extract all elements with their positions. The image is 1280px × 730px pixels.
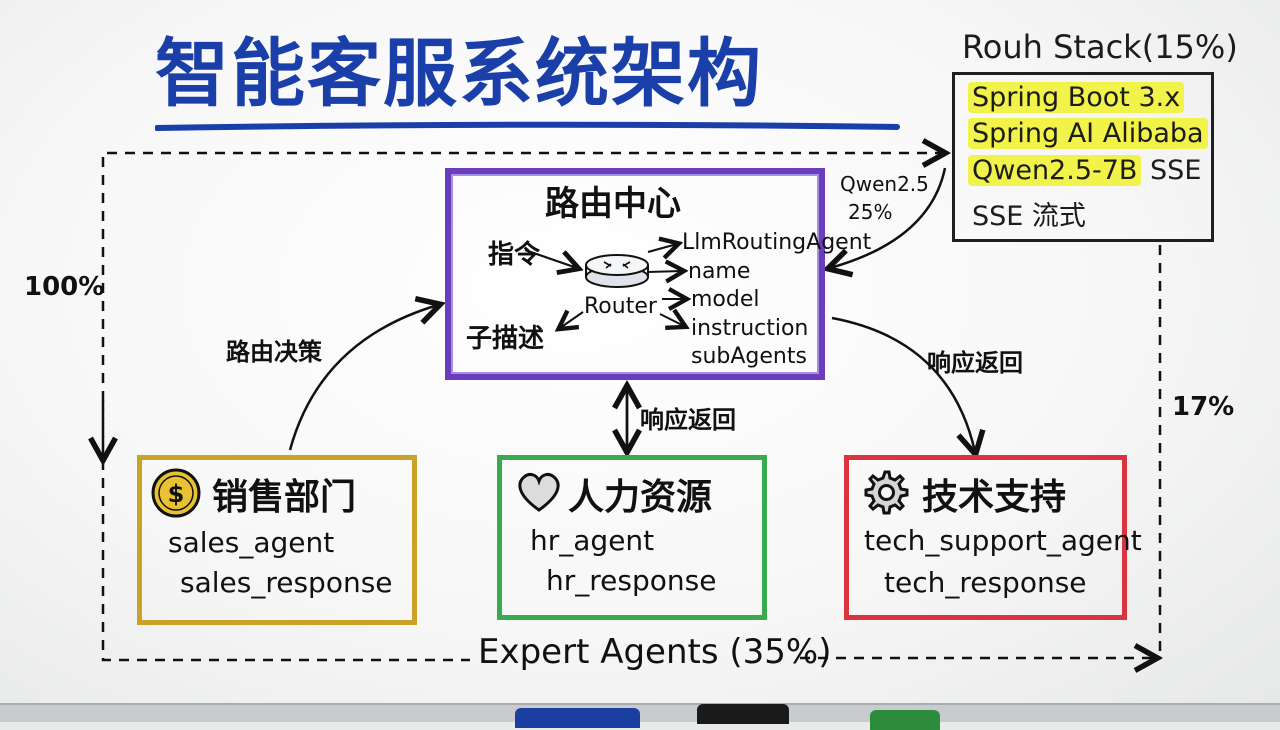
arrow-sales-to-router — [288, 305, 438, 451]
router-label: Router — [584, 294, 657, 319]
page-title: 智能客服系统架构 — [155, 31, 763, 117]
dept-tech-title: 技术支持 — [922, 477, 1067, 518]
dept-hr-title: 人力资源 — [568, 477, 713, 518]
qwen-model-label: Qwen2.5 — [840, 172, 929, 196]
dept-sales-title: 销售部门 — [212, 477, 357, 518]
stack-last-line: SSE 流式 — [972, 201, 1086, 232]
marker-tray — [0, 703, 1280, 722]
gear-icon — [864, 470, 909, 515]
router-title: 路由中心 — [545, 184, 681, 224]
stack-item-1: Spring AI Alibaba — [968, 118, 1208, 149]
dept-hr-response: hr_response — [546, 564, 717, 597]
router-field-4: subAgents — [691, 344, 807, 369]
router-desc-label: 子描述 — [466, 324, 545, 354]
green-marker — [870, 710, 940, 730]
router-field-0: LlmRoutingAgent — [682, 230, 872, 255]
router-field-1: name — [688, 259, 751, 284]
svg-text:$: $ — [168, 480, 185, 508]
stack-item-2: Qwen2.5-7B SSE — [968, 155, 1201, 186]
stack-item-0: Spring Boot 3.x — [968, 82, 1185, 113]
response-mid-label: 响应返回 — [640, 406, 736, 434]
dept-sales-box — [137, 455, 417, 625]
route-decision-label: 路由决策 — [226, 338, 322, 366]
arrow-stack-to-router — [830, 167, 947, 268]
qwen-pct-label: 25% — [848, 200, 893, 224]
title-underline — [155, 121, 900, 131]
heart-icon — [518, 472, 560, 512]
router-center-box — [445, 168, 825, 380]
router-device-icon — [585, 254, 649, 288]
router-input-label: 指令 — [488, 240, 541, 270]
dept-tech-response: tech_response — [884, 566, 1087, 599]
dashed-loop-bottom-left — [101, 460, 470, 662]
router-field-2: model — [691, 287, 760, 312]
dept-tech-box — [844, 455, 1127, 620]
black-marker — [697, 704, 789, 724]
blue-marker — [515, 708, 640, 728]
response-right-label: 响应返回 — [927, 349, 1023, 377]
dept-tech-agent: tech_support_agent — [864, 524, 1142, 557]
right-pct-label: 17% — [1172, 392, 1235, 422]
dept-hr-box — [497, 455, 767, 620]
dept-sales-agent: sales_agent — [168, 526, 335, 559]
dept-hr-agent: hr_agent — [530, 524, 655, 557]
dept-sales-response: sales_response — [180, 566, 393, 599]
arrow-router-to-tech — [831, 316, 975, 452]
left-pct-label: 100% — [24, 272, 105, 302]
expert-agents-label: Expert Agents (35%) — [478, 632, 832, 672]
tech-stack-heading: Rouh Stack(15%) — [962, 28, 1238, 66]
router-field-3: instruction — [691, 316, 809, 341]
coin-icon: $ — [151, 468, 201, 518]
tech-stack-box — [952, 72, 1214, 242]
